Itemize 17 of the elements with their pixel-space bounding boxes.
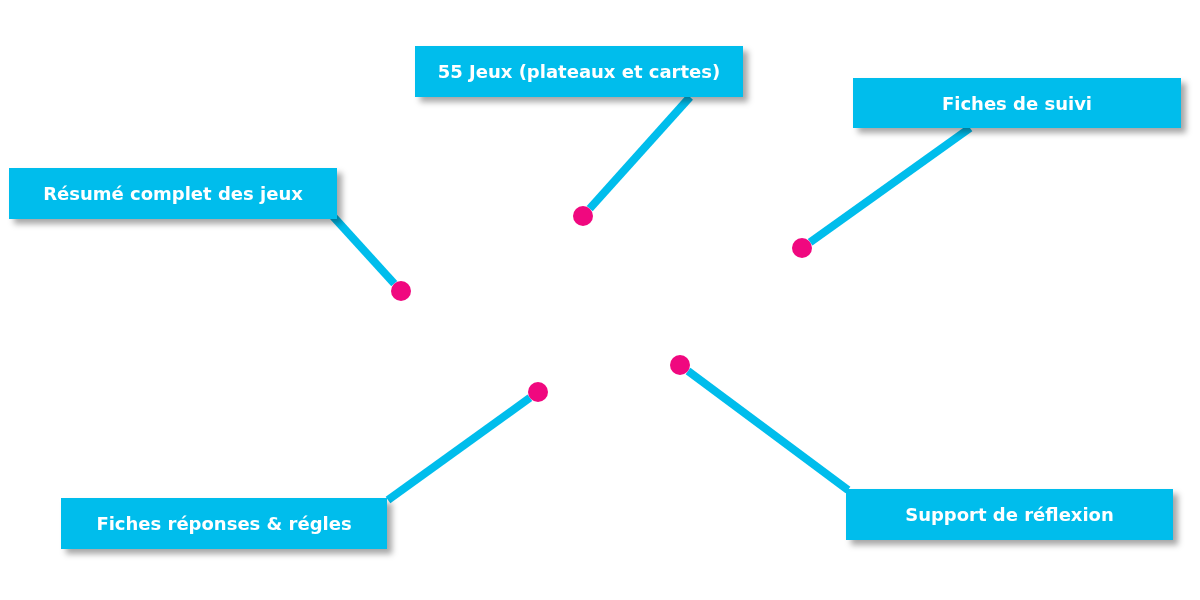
leader-line — [685, 367, 851, 494]
label-box — [853, 78, 1181, 128]
label-box — [415, 46, 743, 97]
marker-dot — [391, 281, 411, 301]
label-box — [846, 489, 1173, 540]
leader-line — [385, 394, 533, 504]
marker-dot — [573, 206, 593, 226]
marker-dot — [670, 355, 690, 375]
marker-dot — [792, 238, 812, 258]
label-text: Support de réflexion — [905, 504, 1114, 525]
label-box — [61, 498, 387, 549]
label-text: 55 Jeux (plateaux et cartes) — [437, 61, 721, 82]
marker-dot — [528, 382, 548, 402]
label-box — [9, 168, 337, 219]
label-text: Résumé complet des jeux — [43, 183, 303, 204]
label-text: Fiches réponses & régles — [96, 513, 352, 534]
label-text: Fiches de suivi — [941, 92, 1093, 114]
